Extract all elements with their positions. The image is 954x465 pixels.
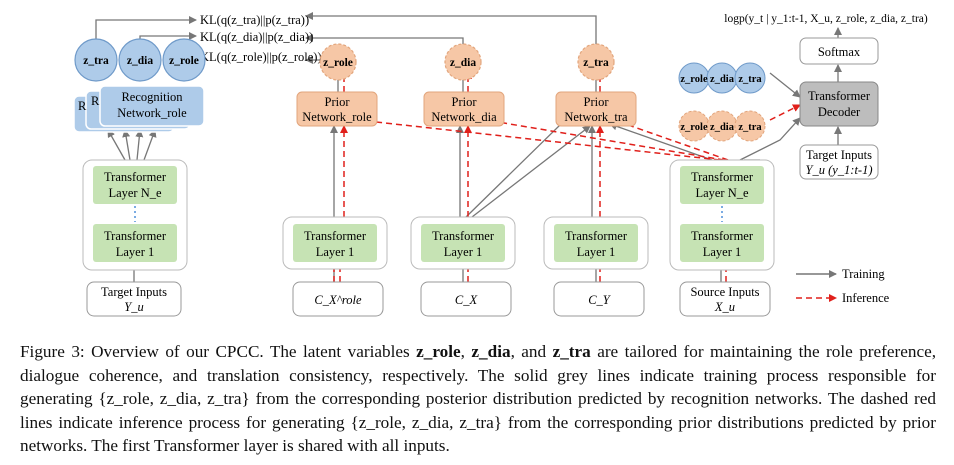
decoder-block: logp(y_t | y_1:t-1, X_u, z_role, z_dia, …: [724, 13, 928, 180]
caption-part-2: are tailored for maintaining the role pr…: [20, 342, 936, 455]
target-inputs-left: Target Inputs: [101, 285, 167, 299]
svg-text:Layer N_e: Layer N_e: [108, 186, 162, 200]
recognition-networks: R R Recognition Network_role: [73, 85, 205, 133]
svg-text:Transformer: Transformer: [808, 89, 871, 103]
legend-inference: Inference: [842, 291, 890, 305]
svg-text:X_u: X_u: [714, 300, 735, 314]
source-layer-1: [680, 224, 764, 262]
svg-text:Layer 1: Layer 1: [444, 245, 483, 259]
prior-role-sub: Network_role: [302, 110, 372, 124]
cx-input: C_X: [455, 293, 479, 307]
z-tra-prior-label: z_tra: [583, 57, 609, 69]
transformer-decoder: [799, 81, 879, 127]
prior-tra-sub: Network_tra: [564, 110, 628, 124]
svg-text:Transformer: Transformer: [691, 229, 754, 243]
svg-text:z_role: z_role: [680, 122, 708, 133]
cx-role-input: C_X^role: [314, 293, 362, 307]
svg-text:Layer 1: Layer 1: [116, 245, 155, 259]
z-role-posterior: [162, 38, 206, 82]
svg-text:Target Inputs: Target Inputs: [806, 148, 872, 162]
svg-text:Layer N_e: Layer N_e: [695, 186, 749, 200]
recognition-stub-1: R: [78, 99, 87, 113]
role-layer-1: [293, 224, 377, 262]
caption-z-role: z_role: [416, 342, 461, 361]
z-tra-posterior: [74, 38, 118, 82]
kl-dia: KL(q(z_dia)||p(z_dia)): [200, 30, 313, 44]
caption-z-tra: z_tra: [552, 342, 591, 361]
svg-text:Decoder: Decoder: [818, 105, 861, 119]
svg-text:Transformer: Transformer: [104, 229, 167, 243]
prior-network-tra: [555, 91, 637, 127]
recognition-sub: Network_role: [117, 106, 187, 120]
z-role-label: z_role: [169, 55, 199, 67]
svg-text:Layer 1: Layer 1: [703, 245, 742, 259]
prior-network-role: [296, 91, 378, 127]
svg-text:z_role: z_role: [680, 74, 708, 85]
softmax-box: [799, 37, 879, 65]
recognition-stub-2: R: [91, 94, 100, 108]
output-probability: logp(y_t | y_1:t-1, X_u, z_role, z_dia, …: [724, 13, 928, 25]
legend: Training Inference: [796, 267, 890, 305]
svg-text:Y_u: Y_u: [124, 300, 143, 314]
prior-dia-sub: Network_dia: [431, 110, 497, 124]
svg-text:z_dia: z_dia: [710, 74, 735, 85]
prior-role-label: Prior: [325, 95, 351, 109]
svg-text:Transformer: Transformer: [432, 229, 495, 243]
z-role-prior-label: z_role: [323, 57, 353, 69]
svg-text:Softmax: Softmax: [818, 45, 861, 59]
svg-text:Transformer: Transformer: [691, 170, 754, 184]
caption-z-dia: z_dia: [471, 342, 511, 361]
prior-dia-label: Prior: [452, 95, 478, 109]
kl-labels: KL(q(z_tra)||p(z_tra)) KL(q(z_dia)||p(z_…: [200, 13, 322, 64]
cy-input: C_Y: [588, 293, 612, 307]
svg-text:Layer 1: Layer 1: [577, 245, 616, 259]
z-role-prior: [319, 43, 357, 81]
source-inputs: Source Inputs: [690, 285, 759, 299]
prior-network-dia: [423, 91, 505, 127]
left-layer-1: [93, 224, 177, 262]
context-transformer-layers: Transformer Layer 1 Transformer Layer 1 …: [282, 216, 649, 270]
left-transformer-stack: Transformer Layer N_e Transformer Layer …: [82, 159, 188, 271]
z-dia-posterior: [118, 38, 162, 82]
svg-text:z_tra: z_tra: [738, 74, 762, 85]
prior-latents: z_role z_dia z_tra: [319, 43, 615, 81]
svg-text:Y_u (y_1:t-1): Y_u (y_1:t-1): [806, 163, 873, 177]
z-dia-label: z_dia: [127, 55, 153, 67]
figure-caption: Figure 3: Overview of our CPCC. The late…: [20, 342, 936, 455]
caption-part-1: Figure 3: Overview of our CPCC. The late…: [20, 342, 417, 361]
left-layer-ne: [93, 166, 177, 204]
svg-text:Transformer: Transformer: [304, 229, 367, 243]
source-layer-ne: [680, 166, 764, 204]
svg-text:z_tra: z_tra: [738, 122, 762, 133]
prior-tra-label: Prior: [584, 95, 610, 109]
svg-text:Transformer: Transformer: [565, 229, 628, 243]
prior-networks: Prior Network_role Prior Network_dia Pri…: [296, 91, 637, 127]
svg-text:Transformer: Transformer: [104, 170, 167, 184]
legend-training: Training: [842, 267, 885, 281]
cy-layer-1: [554, 224, 638, 262]
input-boxes: Target Inputs Y_u C_X^role C_X C_Y Sourc…: [86, 281, 771, 317]
kl-tra: KL(q(z_tra)||p(z_tra)): [200, 13, 309, 27]
z-tra-prior: [577, 43, 615, 81]
architecture-diagram: KL(q(z_tra)||p(z_tra)) KL(q(z_dia)||p(z_…: [73, 12, 928, 317]
posterior-latents: z_tra z_dia z_role: [74, 38, 206, 82]
svg-text:z_dia: z_dia: [710, 122, 735, 133]
z-tra-label: z_tra: [83, 55, 109, 67]
source-transformer-stack: Transformer Layer N_e Transformer Layer …: [669, 159, 775, 271]
recognition-label: Recognition: [121, 90, 183, 104]
z-dia-prior-label: z_dia: [450, 57, 476, 69]
target-inputs-right: [799, 144, 879, 180]
cx-layer-1: [421, 224, 505, 262]
z-dia-prior: [444, 43, 482, 81]
svg-text:Layer 1: Layer 1: [316, 245, 355, 259]
kl-role: KL(q(z_role)||p(z_role)): [200, 50, 322, 64]
inference-lines: [333, 69, 801, 282]
decoder-latents: z_role z_dia z_tra z_role z_dia z_tra: [678, 62, 766, 142]
